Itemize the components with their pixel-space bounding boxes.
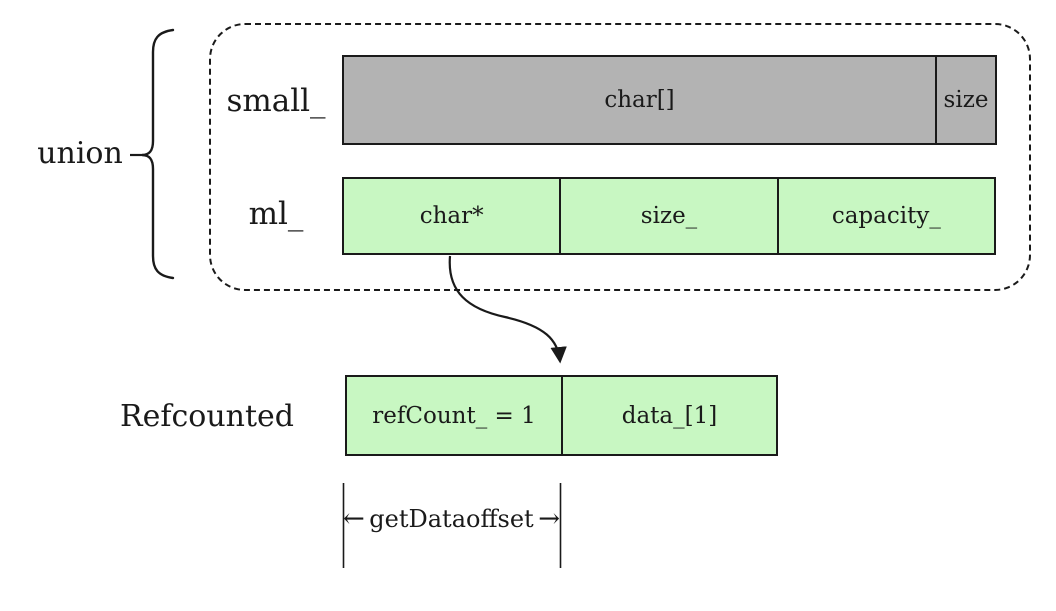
union-boundary-box: [209, 23, 1031, 291]
cell-size-field: size_: [559, 179, 776, 253]
union-brace: [141, 28, 175, 280]
ml-row-label: ml_: [248, 196, 304, 232]
cell-capacity-field: capacity_: [776, 179, 994, 253]
refcounted-bar: refCount_ = 1 data_[1]: [345, 375, 778, 456]
get-data-offset-measure: ← getDataoffset →: [343, 506, 560, 532]
ml-row-bar: char* size_ capacity_: [342, 177, 996, 255]
cell-refcount: refCount_ = 1: [372, 402, 536, 429]
cell-char-array: char[]: [604, 87, 675, 113]
right-arrow-icon: →: [538, 504, 560, 534]
cell-char-pointer: char*: [419, 203, 484, 229]
left-arrow-icon: ←: [343, 504, 365, 534]
union-label: union: [37, 136, 123, 171]
cell-data-array: data_[1]: [561, 377, 776, 454]
small-row-bar: char[] size: [342, 55, 997, 145]
small-row-label: small_: [226, 83, 326, 119]
cell-size: size: [935, 57, 995, 143]
refcounted-label: Refcounted: [120, 399, 294, 434]
get-data-offset-text: getDataoffset: [369, 505, 534, 533]
